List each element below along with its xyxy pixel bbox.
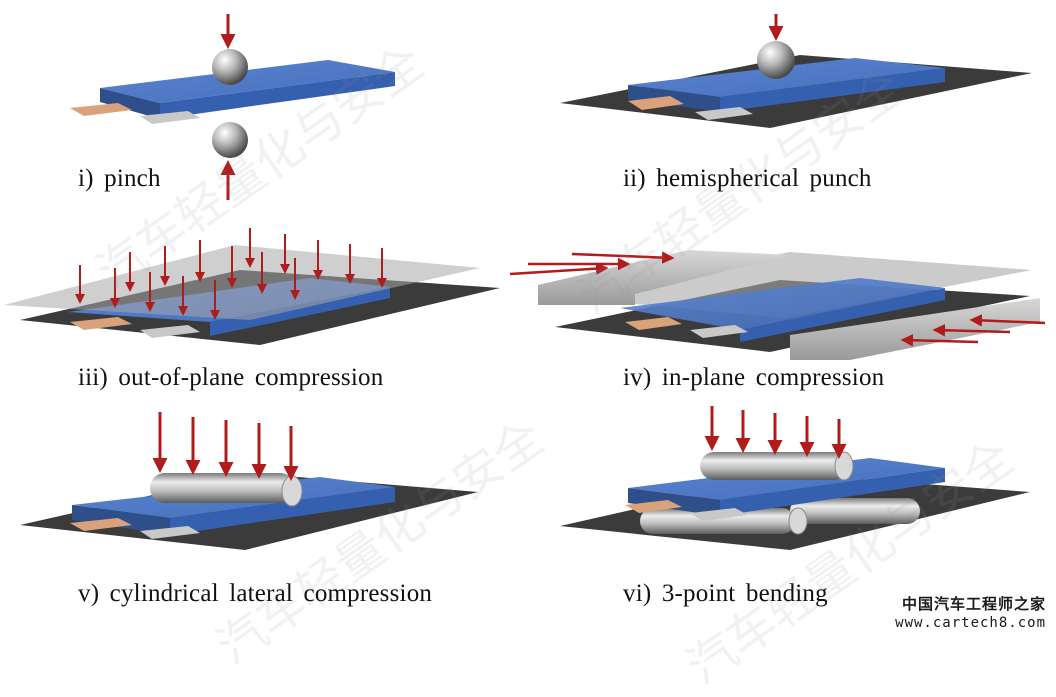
cell-side: [170, 487, 395, 535]
lower-sphere-indenter: [212, 122, 248, 158]
force-arrows: [152, 412, 299, 481]
cell-side: [160, 72, 395, 119]
copper-tab: [70, 103, 132, 116]
pinch-setup: [70, 14, 395, 200]
cell-front: [100, 88, 160, 119]
copper-tab: [70, 518, 132, 531]
caption-in-plane-compression: iv) in-plane compression: [623, 364, 885, 391]
upper-sphere-indenter: [212, 49, 248, 85]
out-of-plane-compression-setup: [4, 228, 500, 345]
cell-side: [720, 68, 945, 112]
force-arrows: [509, 251, 1046, 347]
cell-side: [720, 468, 945, 516]
in-plane-compression-setup: [509, 250, 1046, 360]
support-roller: [640, 508, 795, 534]
loading-roller-end: [834, 451, 854, 481]
source-credit-name: 中国汽车工程师之家: [901, 595, 1046, 613]
force-arrow: [932, 324, 1011, 337]
copper-tab: [70, 317, 132, 330]
test-setups-diagram: [4, 14, 1046, 550]
cell-side: [740, 288, 945, 342]
force-arrows: [704, 406, 847, 459]
caption-out-of-plane-compression: iii) out-of-plane compression: [78, 364, 384, 391]
silver-tab: [140, 526, 200, 539]
three-point-bending-setup: [560, 406, 1030, 550]
copper-tab: [625, 500, 682, 513]
sphere-punch: [757, 41, 795, 79]
source-credit-url: www.cartech8.com: [895, 615, 1046, 631]
left-pressing-block: [538, 250, 790, 305]
force-arrows: [75, 228, 387, 320]
right-pressing-block: [790, 298, 1040, 360]
loading-roller: [700, 452, 848, 480]
silver-tab: [690, 325, 748, 338]
support-roller: [790, 498, 920, 524]
force-arrow: [900, 334, 979, 347]
silver-tab: [140, 325, 200, 338]
support-roller-end: [788, 507, 808, 535]
caption-hemispherical-punch: ii) hemispherical punch: [623, 165, 872, 192]
caption-3-point-bending: vi) 3-point bending: [623, 580, 828, 607]
silver-tab: [695, 107, 753, 120]
force-arrow: [969, 314, 1046, 327]
silver-tab: [140, 111, 200, 124]
copper-tab: [628, 96, 684, 110]
hemispherical-punch-setup: [560, 14, 1032, 128]
translucent-top-plate: [4, 245, 480, 320]
cell-front: [628, 488, 720, 516]
cell-top: [620, 278, 945, 330]
cylindrical-lateral-compression-setup: [20, 412, 478, 550]
force-arrow: [509, 262, 609, 276]
cylinder-end: [281, 475, 303, 507]
cell-top: [100, 60, 395, 103]
copper-tab: [625, 317, 682, 330]
caption-pinch: i) pinch: [78, 165, 161, 192]
cell-top: [628, 58, 945, 97]
cylinder-indenter: [150, 473, 295, 503]
silver-tab: [690, 508, 748, 521]
force-arrow: [571, 251, 675, 264]
caption-cylindrical-lateral-compression: v) cylindrical lateral compression: [78, 580, 433, 607]
cell-side: [210, 287, 390, 336]
